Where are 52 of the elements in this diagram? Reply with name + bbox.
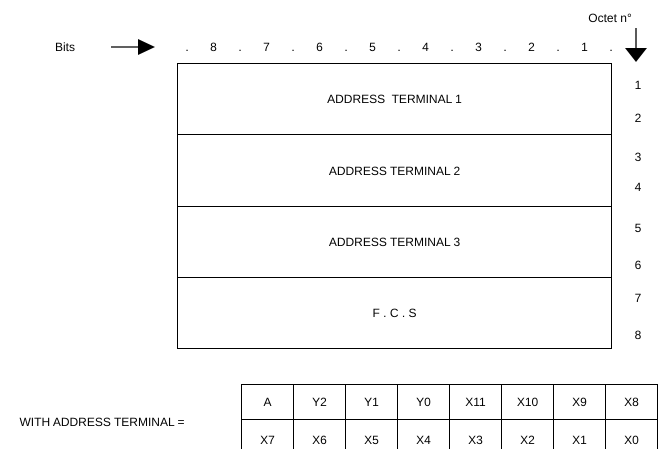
bit-number: 1 xyxy=(581,40,588,54)
table-cell: Y1 xyxy=(346,385,398,420)
table-cell: X10 xyxy=(502,385,554,420)
field-label: ADDRESS TERMINAL 2 xyxy=(328,164,460,178)
table-cell: X2 xyxy=(502,420,554,449)
table-cell: X9 xyxy=(554,385,606,420)
axis-title: Bits xyxy=(55,40,75,54)
bit-separator: . xyxy=(556,40,560,54)
bit-separator: . xyxy=(450,40,454,54)
table-cell: X7 xyxy=(242,420,294,449)
table-cell: Y0 xyxy=(398,385,450,420)
bit-separator: . xyxy=(397,40,401,54)
table-cell: X1 xyxy=(554,420,606,449)
octet-number: 4 xyxy=(634,180,642,194)
table-cell: X5 xyxy=(346,420,398,449)
table-cell: A xyxy=(242,385,294,420)
field-row xyxy=(177,277,612,349)
bit-separator: . xyxy=(503,40,507,54)
field-label: ADDRESS TERMINAL 1 xyxy=(327,92,462,106)
bit-number: 7 xyxy=(263,40,270,54)
bit-number: 2 xyxy=(528,40,535,54)
octet-number: 8 xyxy=(634,328,642,342)
bit-separator: . xyxy=(291,40,295,54)
octet-number: 3 xyxy=(634,150,642,164)
bit-number: 4 xyxy=(422,40,429,54)
field-label: F . C . S xyxy=(372,306,416,320)
table-cell: X0 xyxy=(606,420,658,449)
bit-separator: . xyxy=(185,40,189,54)
octet-number: 6 xyxy=(634,258,642,272)
field-row xyxy=(177,206,612,278)
axis-title: Octet n° xyxy=(588,11,632,25)
octet-number: 1 xyxy=(634,78,642,92)
bit-number: 8 xyxy=(210,40,217,54)
field-row xyxy=(177,134,612,207)
table-cell: Y2 xyxy=(294,385,346,420)
octet-number: 2 xyxy=(634,111,642,125)
table-cell: X8 xyxy=(606,385,658,420)
table-cell: X11 xyxy=(450,385,502,420)
table-cell: X3 xyxy=(450,420,502,449)
bit-separator: . xyxy=(609,40,613,54)
field-label: ADDRESS TERMINAL 3 xyxy=(328,235,460,249)
bit-separator: . xyxy=(238,40,242,54)
bit-number: 3 xyxy=(475,40,482,54)
octet-number: 5 xyxy=(634,221,642,235)
table-cell: X6 xyxy=(294,420,346,449)
table-cell: X4 xyxy=(398,420,450,449)
bit-number: 5 xyxy=(369,40,376,54)
bit-number: 6 xyxy=(316,40,323,54)
bit-separator: . xyxy=(344,40,348,54)
octet-number: 7 xyxy=(634,291,642,305)
field-row xyxy=(177,63,612,135)
table-title: WITH ADDRESS TERMINAL = xyxy=(19,415,185,429)
